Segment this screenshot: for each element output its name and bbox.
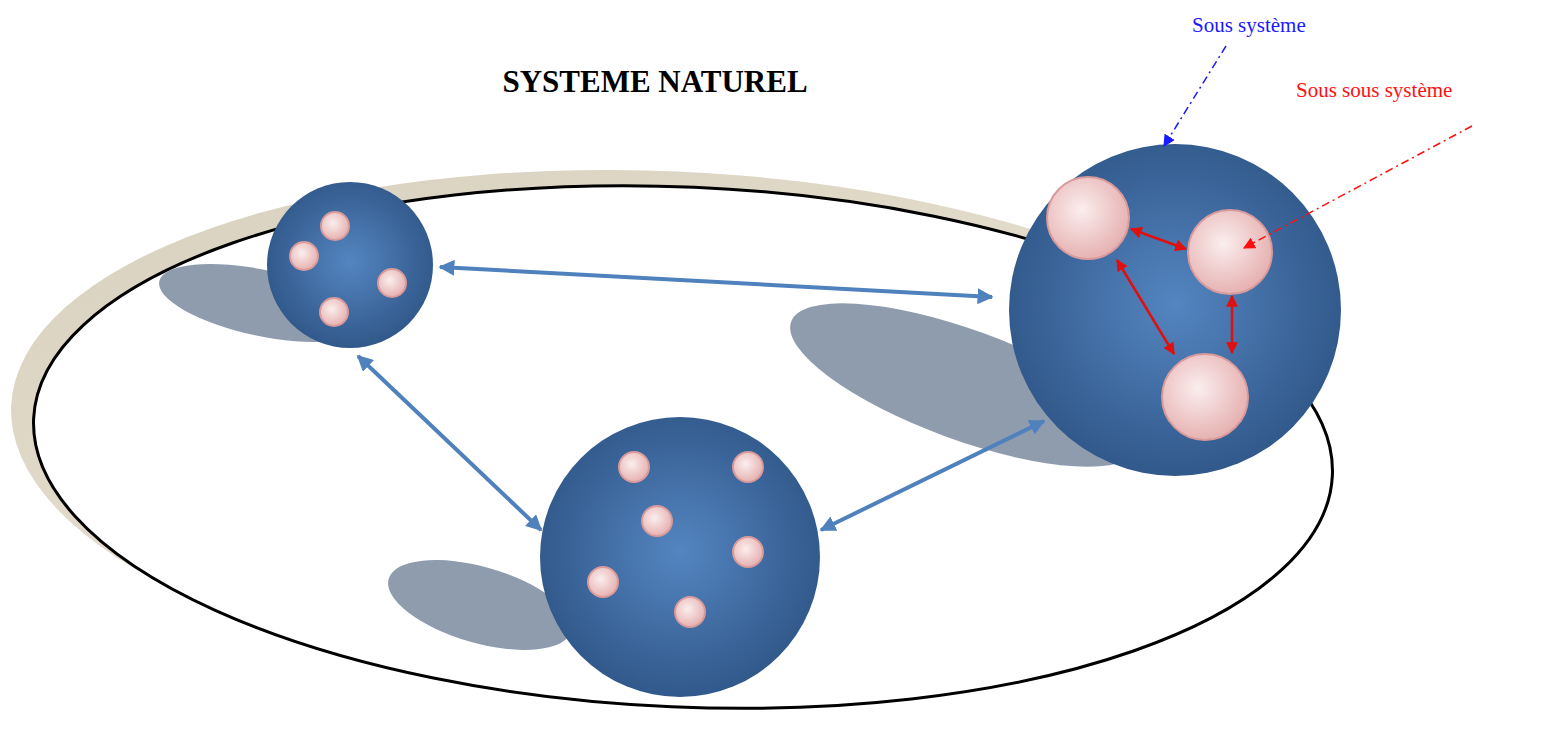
callout-label: Sous système bbox=[1192, 13, 1306, 38]
diagram-title: SYSTEME NATUREL bbox=[502, 64, 807, 100]
callout-label: Sous sous système bbox=[1296, 78, 1452, 103]
